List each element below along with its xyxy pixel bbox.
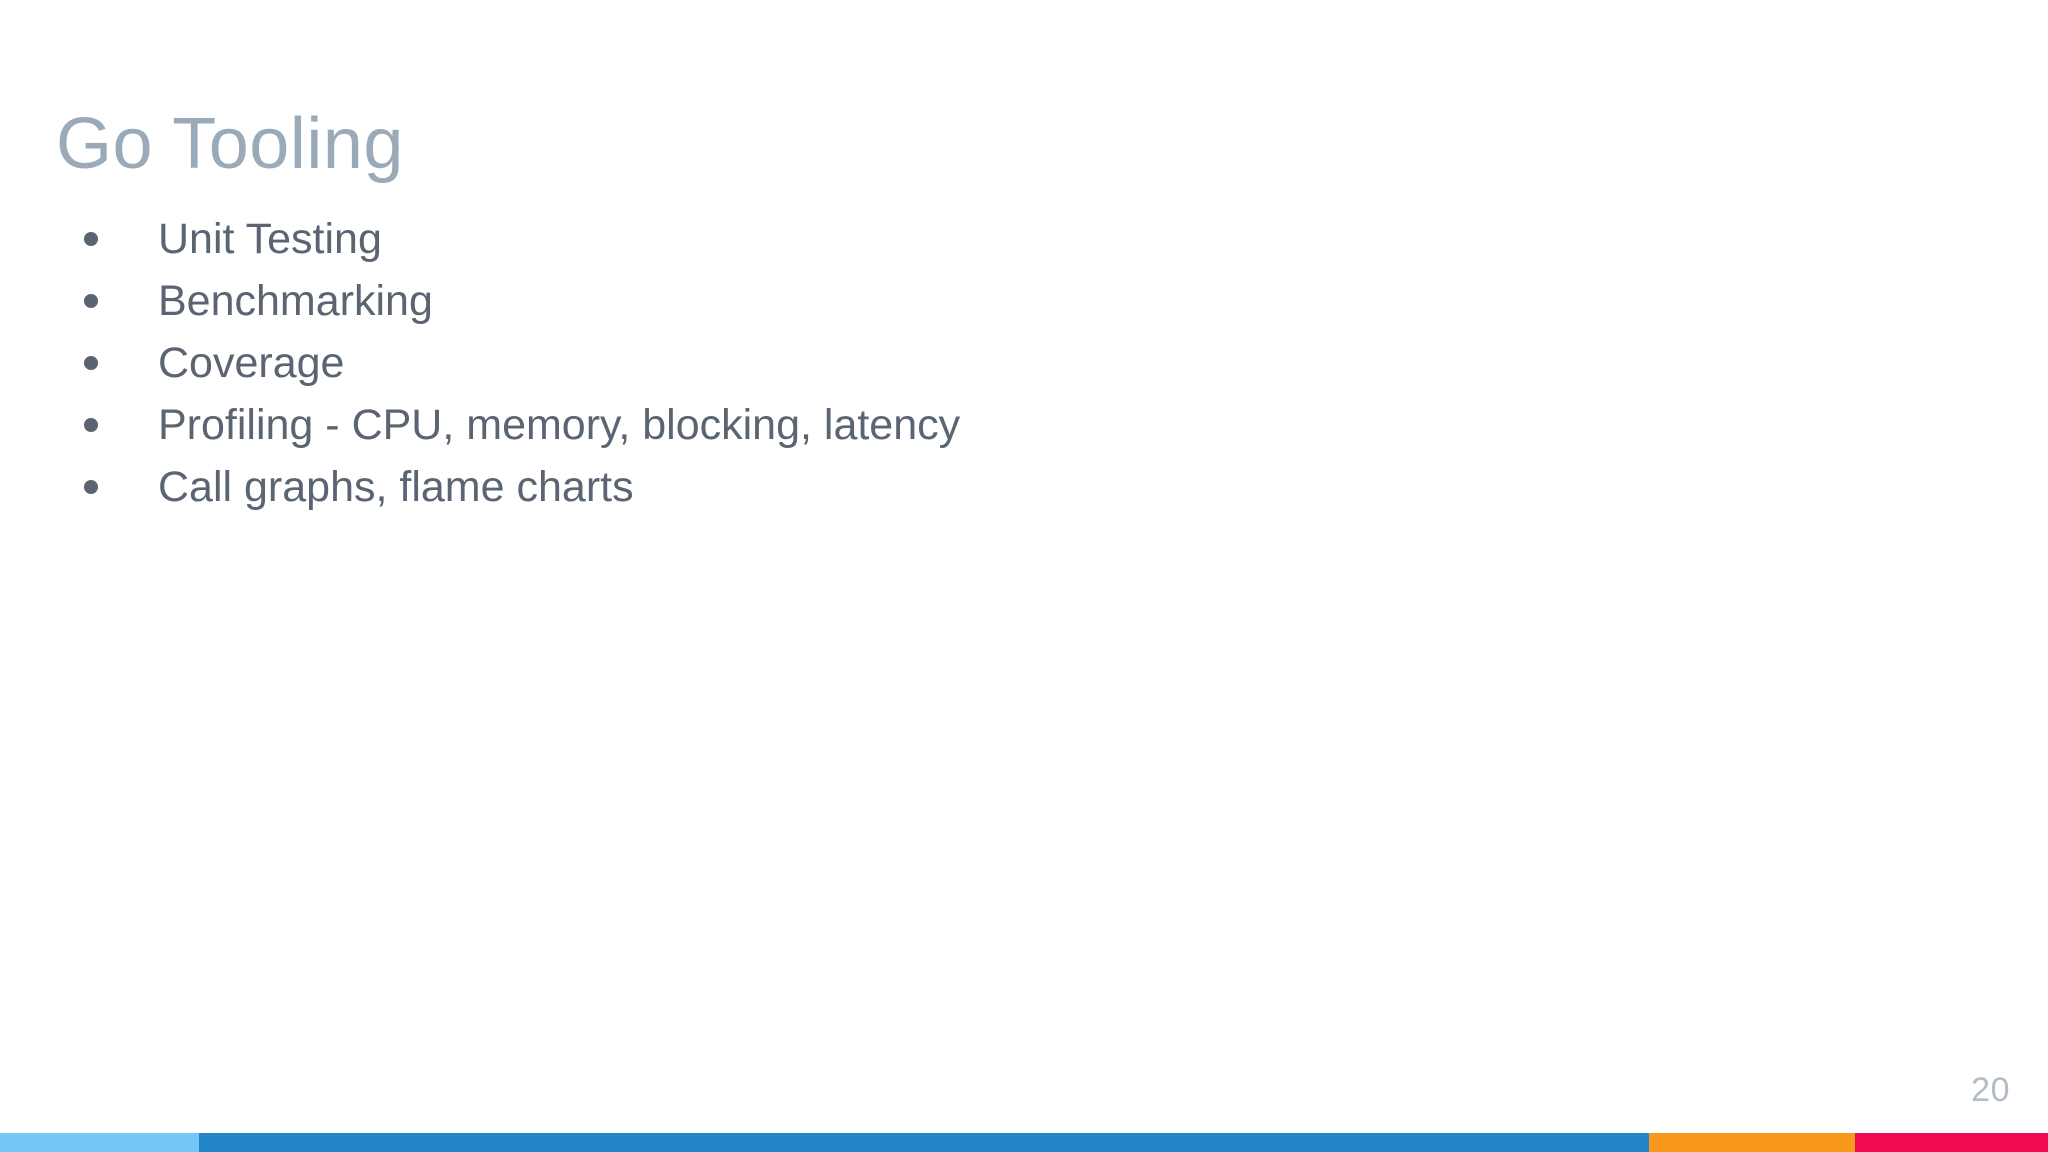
list-item: Benchmarking xyxy=(56,280,1956,342)
list-item: Coverage xyxy=(56,342,1956,404)
accent-segment-blue xyxy=(198,1133,1649,1152)
list-item-label: Profiling - CPU, memory, blocking, laten… xyxy=(158,401,961,449)
page-number: 20 xyxy=(1971,1071,2010,1109)
list-item-label: Coverage xyxy=(158,339,345,387)
list-item: Profiling - CPU, memory, blocking, laten… xyxy=(56,404,1956,466)
bullet-dot-icon xyxy=(84,356,98,370)
accent-segment-light-blue xyxy=(0,1133,199,1152)
accent-segment-orange xyxy=(1648,1133,1856,1152)
bullet-dot-icon xyxy=(84,480,98,494)
bullet-dot-icon xyxy=(84,294,98,308)
bullet-list: Unit Testing Benchmarking Coverage Profi… xyxy=(56,218,1956,528)
list-item-label: Call graphs, flame charts xyxy=(158,463,634,511)
footer-accent-bar xyxy=(0,1133,2048,1152)
list-item-label: Unit Testing xyxy=(158,215,382,263)
list-item-label: Benchmarking xyxy=(158,277,433,325)
bullet-dot-icon xyxy=(84,418,98,432)
list-item: Unit Testing xyxy=(56,218,1956,280)
page-title: Go Tooling xyxy=(56,104,404,185)
accent-segment-crimson xyxy=(1855,1133,2048,1152)
bullet-dot-icon xyxy=(84,232,98,246)
list-item: Call graphs, flame charts xyxy=(56,466,1956,528)
